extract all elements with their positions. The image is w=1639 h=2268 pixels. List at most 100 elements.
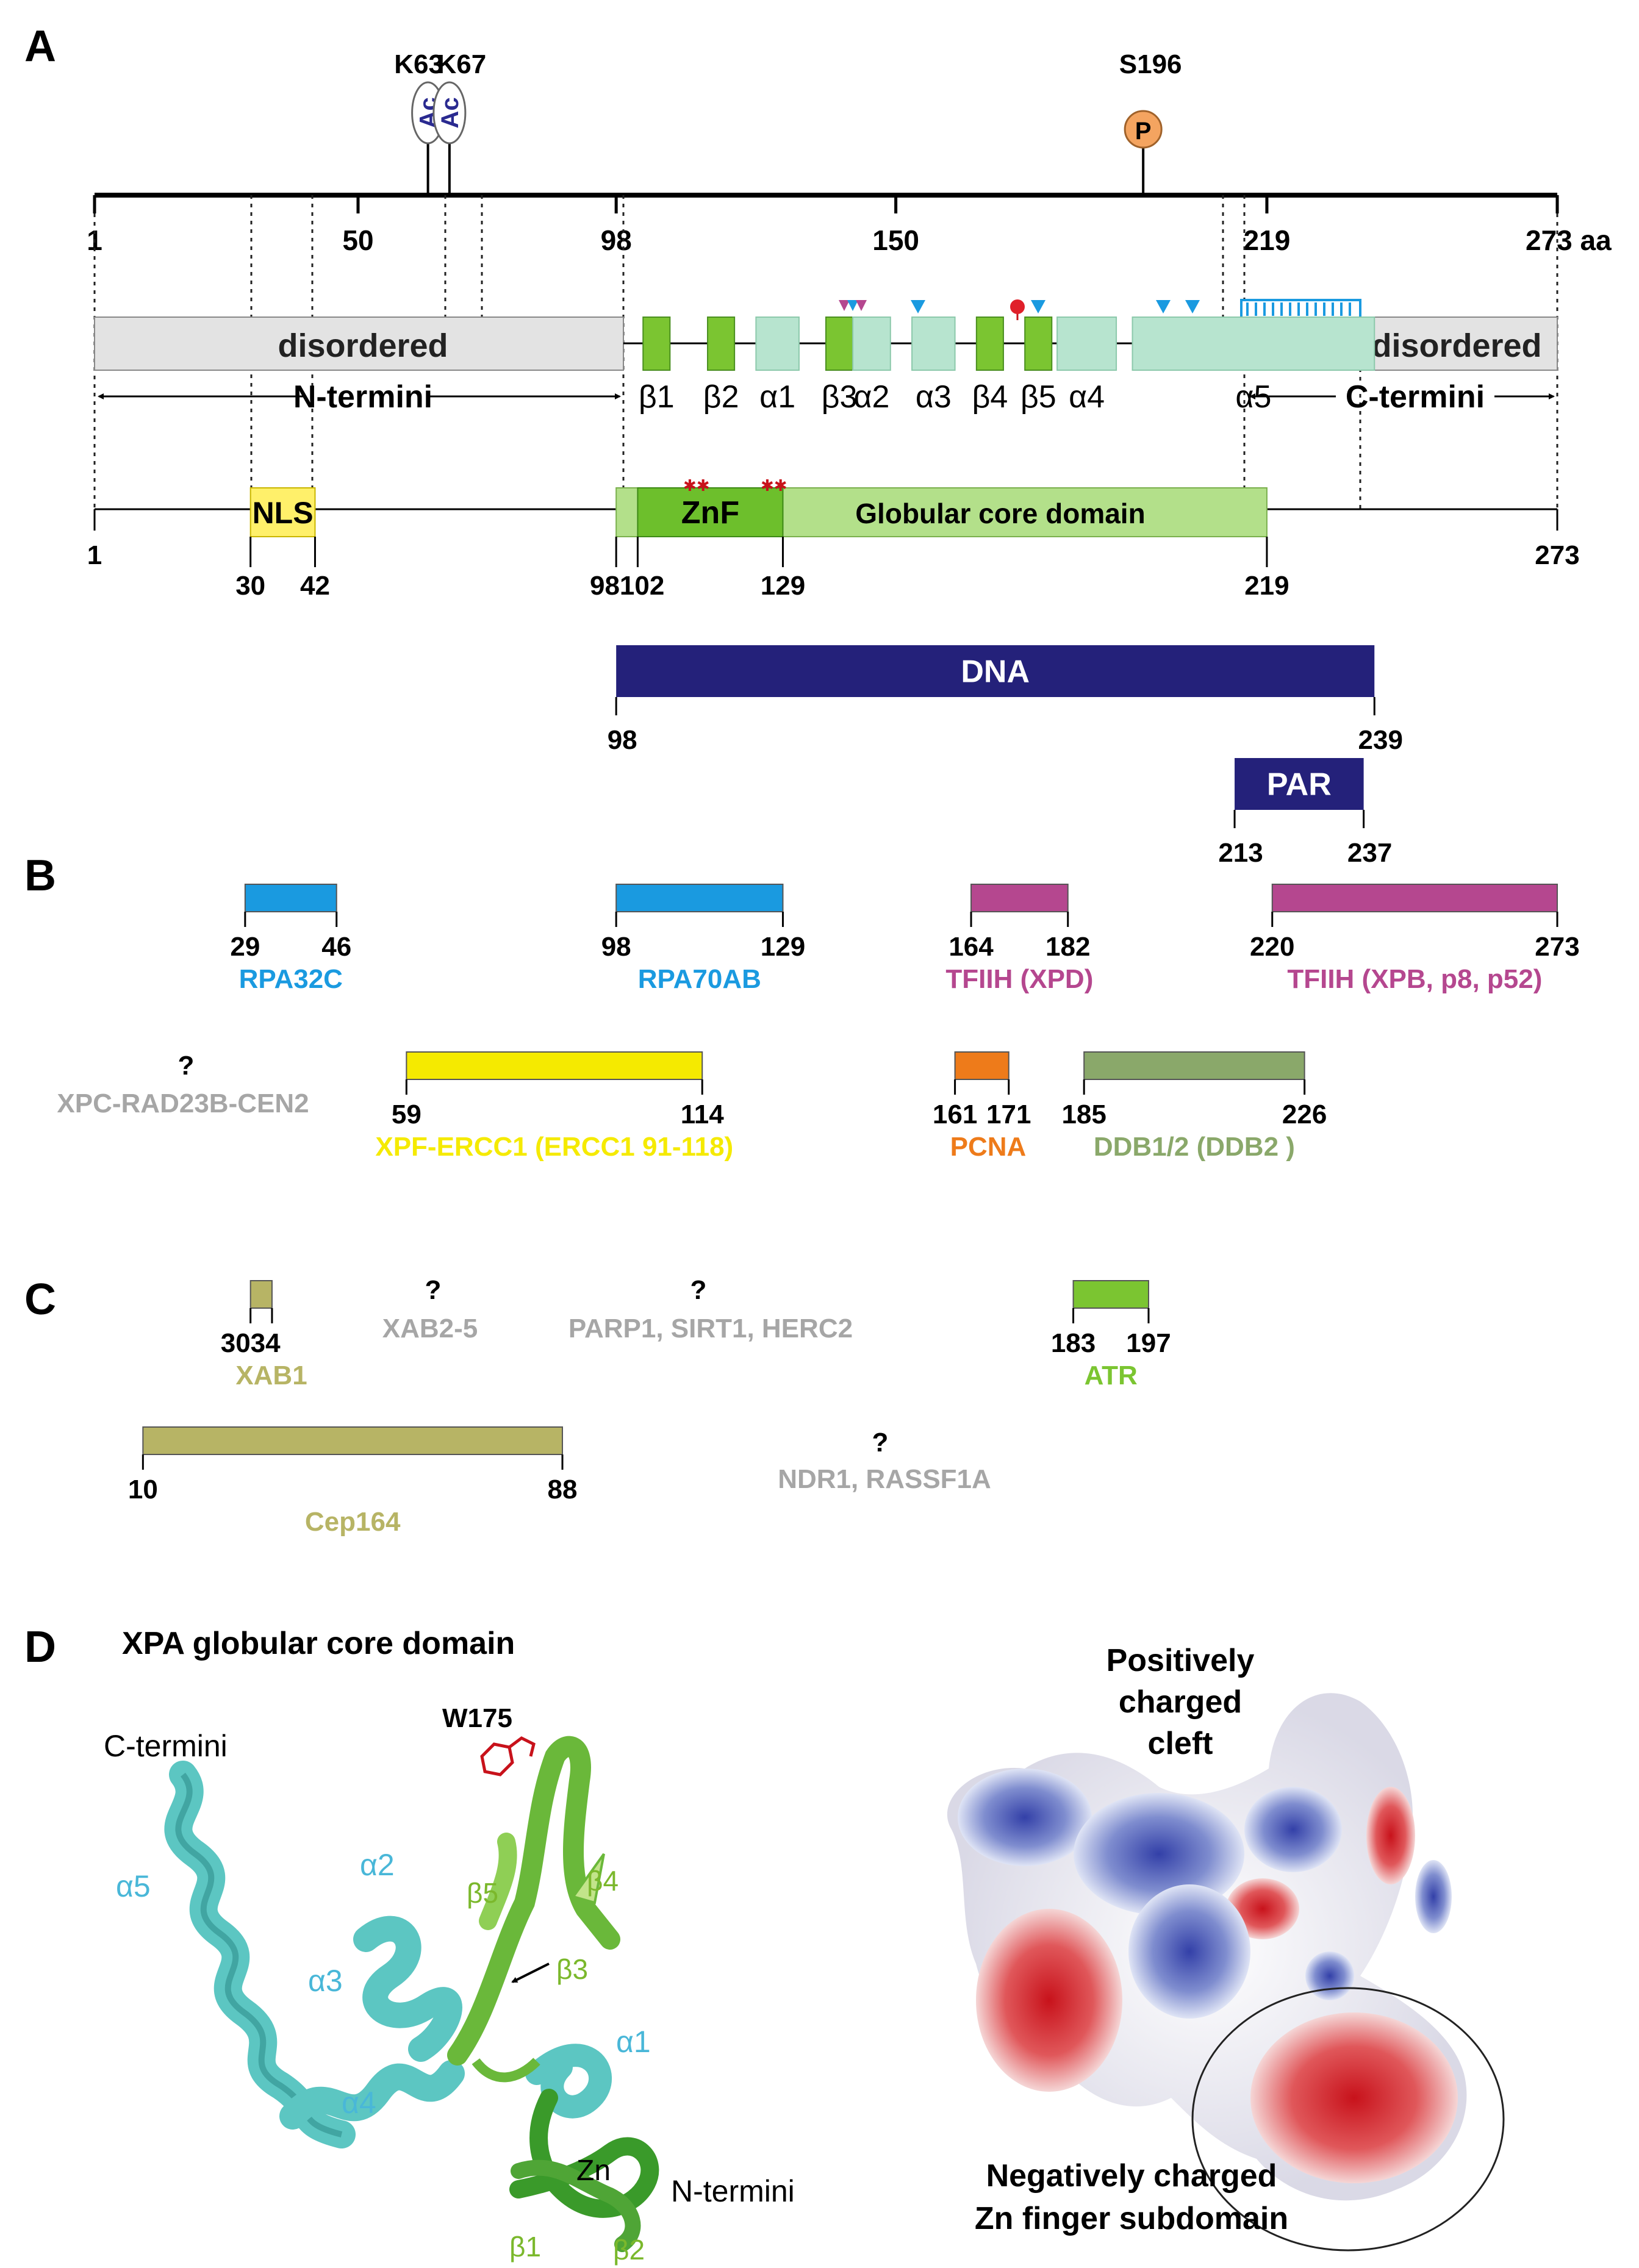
zinc-ligand-mark: ✱✱ xyxy=(683,476,710,495)
site-triangles xyxy=(839,299,1200,320)
nls-label: NLS xyxy=(253,496,314,530)
triangle-marker xyxy=(1156,300,1171,313)
dna-start-label: 98 xyxy=(608,725,637,755)
par-start-label: 213 xyxy=(1218,838,1263,868)
interaction-partner-name: XPF-ERCC1 (ERCC1 91-118) xyxy=(375,1132,733,1162)
cleft-label-line3: cleft xyxy=(1148,1726,1213,1761)
interaction-end-label: 171 xyxy=(986,1100,1031,1129)
interaction-end-label: 88 xyxy=(548,1475,578,1504)
domain-number-label: 42 xyxy=(300,571,330,601)
positive-patch xyxy=(1244,1787,1342,1872)
interaction-start-label: 29 xyxy=(230,932,260,962)
n-termini-label: N-termini xyxy=(293,379,432,415)
triangle-marker xyxy=(1031,300,1045,313)
interaction-start-label: 98 xyxy=(601,932,631,962)
interaction-partner-name: TFIIH (XPD) xyxy=(945,964,1093,994)
interaction-partner-name: Cep164 xyxy=(305,1507,401,1537)
ribbon-b2-label: β2 xyxy=(613,2234,645,2266)
sse-box xyxy=(755,317,800,371)
interaction-bar xyxy=(954,1051,1010,1080)
tryptophan-sidechain xyxy=(480,1736,536,1776)
sse-label: β3 xyxy=(822,379,858,415)
zn-subdomain-label-line2: Zn finger subdomain xyxy=(975,2201,1288,2236)
panel-label-b: B xyxy=(24,851,56,900)
triangle-marker xyxy=(847,300,858,311)
dna-end-label: 239 xyxy=(1358,725,1403,755)
sse-box xyxy=(707,317,736,371)
disordered-c-label: disordered xyxy=(1371,327,1541,364)
zinc-ligand-marks: ✱✱ ✱✱ xyxy=(683,476,787,495)
interaction-partner-name: PCNA xyxy=(950,1132,1027,1162)
ptm-site-label: K63 xyxy=(394,49,443,79)
interaction-end-label: 46 xyxy=(321,932,351,962)
sse-box xyxy=(975,317,1004,371)
interaction-bar xyxy=(1083,1051,1305,1080)
acetyl-mark-text: Ac xyxy=(437,97,464,128)
interaction-partner-name: XAB1 xyxy=(235,1361,307,1390)
cleft-label-line1: Positively xyxy=(1106,1643,1255,1678)
unknown-mark: ? xyxy=(872,1428,889,1458)
dotted-guides xyxy=(93,195,1558,518)
interaction-bar xyxy=(249,1280,273,1309)
sse-box xyxy=(1056,317,1117,371)
ribbon-c-termini-label: C-termini xyxy=(104,1729,228,1763)
pin-head xyxy=(1010,299,1025,314)
znf-label: ZnF xyxy=(681,495,739,531)
dna-bar xyxy=(616,645,1375,697)
zn-subdomain-label-line1: Negatively charged xyxy=(986,2158,1277,2194)
sse-label: β1 xyxy=(639,379,675,415)
interaction-start-label: 183 xyxy=(1051,1328,1096,1358)
domain-number-label: 219 xyxy=(1244,571,1289,601)
sse-box xyxy=(1132,317,1375,371)
beta-strand-ribbon xyxy=(479,1833,517,1930)
par-bar xyxy=(1235,758,1364,810)
sse-label: α4 xyxy=(1069,379,1105,415)
helix-a5-ribbon xyxy=(164,1761,356,2148)
electrostatic-surface xyxy=(947,1693,1505,2252)
unknown-mark: ? xyxy=(690,1275,707,1305)
interaction-partner-name: TFIIH (XPB, p8, p52) xyxy=(1287,964,1542,994)
negative-patch xyxy=(976,1909,1122,2092)
b3-pointer-arrow xyxy=(511,1962,550,1983)
unknown-partner-name: NDR1, RASSF1A xyxy=(778,1464,991,1494)
sse-box xyxy=(642,317,671,371)
interaction-partner-name: ATR xyxy=(1085,1361,1138,1390)
helix-a2-a3-ribbon xyxy=(353,1916,462,2062)
positive-patch xyxy=(1305,1951,1354,2000)
negative-patch xyxy=(1250,2012,1458,2183)
ribbon-b4-label: β4 xyxy=(587,1865,619,1897)
ribbon-a4-label: α4 xyxy=(342,2086,376,2120)
interaction-bar xyxy=(142,1426,564,1455)
interaction-end-label: 226 xyxy=(1282,1100,1327,1129)
disordered-n-label: disordered xyxy=(278,327,448,364)
ribbon-zn-label: Zn xyxy=(576,2155,611,2187)
interaction-end-label: 129 xyxy=(761,932,805,962)
sse-box xyxy=(852,317,891,371)
panel-label-d: D xyxy=(24,1623,56,1672)
triangle-marker xyxy=(1185,300,1200,313)
interaction-start-label: 3034 xyxy=(221,1328,281,1358)
ruler-tick-label: 219 xyxy=(1244,224,1291,256)
zn-subdomain-ribbon-b xyxy=(511,2159,641,2252)
interaction-bar xyxy=(244,884,337,912)
interaction-start-label: 59 xyxy=(392,1100,421,1129)
interaction-start-label: 220 xyxy=(1250,932,1294,962)
positive-patch xyxy=(1415,1860,1452,1933)
interaction-start-label: 164 xyxy=(949,932,994,962)
ribbon-n-termini-label: N-termini xyxy=(671,2174,795,2208)
ribbon-model xyxy=(164,1736,659,2252)
ribbon-a3-label: α3 xyxy=(308,1964,343,1998)
positive-patch xyxy=(1074,1793,1244,1915)
interaction-bar xyxy=(1271,884,1558,912)
par-end-label: 237 xyxy=(1347,838,1392,868)
positive-patch xyxy=(1128,1884,1250,2019)
helix-a5-shade xyxy=(175,1772,343,2137)
interaction-end-label: 182 xyxy=(1045,932,1090,962)
unknown-mark: ? xyxy=(425,1275,442,1305)
